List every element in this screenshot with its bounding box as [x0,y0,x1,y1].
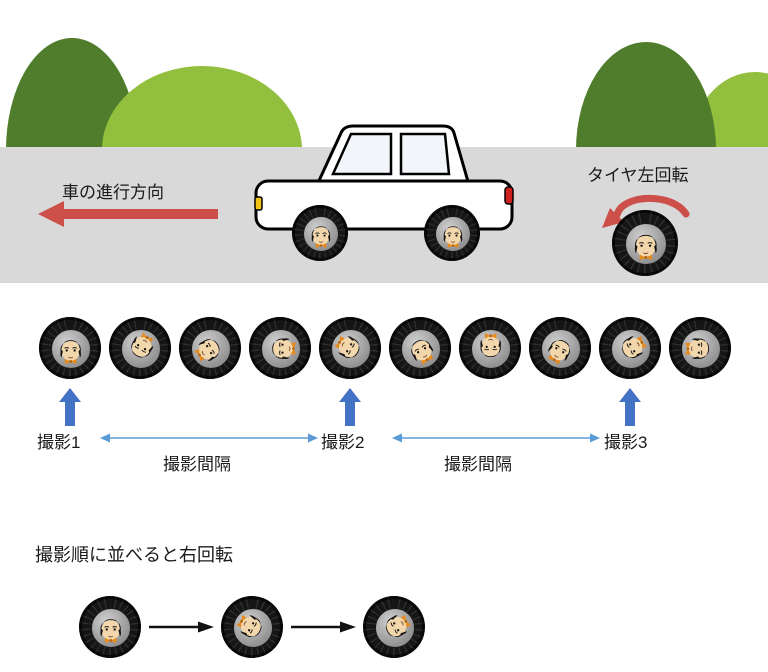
face-icon [194,339,220,362]
face-icon [480,333,502,358]
direction-arrow-icon [38,201,218,227]
sequence-wheels [79,596,425,658]
hill-right-dark [576,42,716,150]
face-icon [131,332,154,358]
shot3-marker-arrow-icon [619,388,641,426]
hubcap [232,607,274,649]
hubcap [302,215,340,253]
face-icon [60,340,82,365]
face-icon [635,235,657,261]
film-frame-wheel [109,317,171,379]
film-frame-wheel [669,317,731,379]
hubcap [540,328,582,370]
hubcap [470,328,512,370]
tire-rotation-label: タイヤ左回転 [587,166,689,185]
car-wheel [292,205,348,261]
car-front-window [331,132,393,176]
car-headlight [254,196,263,211]
shot2-label: 撮影2 [321,433,365,452]
hubcap [120,328,162,370]
film-frame-wheel [179,317,241,379]
demo-wheel-slot [612,210,678,276]
direction-label: 車の進行方向 [62,183,164,202]
sequence-wheel [79,596,141,658]
sequence-arrow2-icon [291,621,356,633]
face-icon [334,336,360,359]
interval1-arrow-icon [100,433,318,443]
face-icon [386,615,412,638]
face-icon [100,619,122,644]
face-icon [272,338,297,360]
sequence-wheel [363,596,425,658]
film-frame-wheel [389,317,451,379]
face-icon [622,336,648,359]
hubcap [260,328,302,370]
shot1-label: 撮影1 [37,433,81,452]
interval2-arrow-icon [392,433,600,443]
hubcap [624,222,668,266]
interval2-label: 撮影間隔 [444,455,512,474]
face-icon [685,338,710,360]
car-rear-window [399,132,451,176]
car-wheel-front-slot [292,205,348,261]
interval1-label: 撮影間隔 [163,455,231,474]
face-icon [411,340,434,366]
face-icon [236,615,262,638]
hubcap [330,328,372,370]
film-frame-wheel [249,317,311,379]
demo-wheel [612,210,678,276]
car-wheel-rear-slot [424,205,480,261]
film-frame-wheel [599,317,661,379]
face-icon [548,340,571,366]
hubcap [374,607,416,649]
hubcap [680,328,722,370]
film-frame-wheel [459,317,521,379]
film-frame-wheel [39,317,101,379]
hubcap [400,328,442,370]
face-icon [311,226,331,248]
shot2-marker-arrow-icon [339,388,361,426]
hubcap [90,607,132,649]
car-wheel [424,205,480,261]
film-frame-wheel [529,317,591,379]
film-frame-wheel [319,317,381,379]
hubcap [50,328,92,370]
sequence-arrow1-icon [149,621,214,633]
bottom-title: 撮影順に並べると右回転 [35,545,233,565]
hubcap [610,328,652,370]
face-icon [443,226,463,248]
hubcap [190,328,232,370]
shot1-marker-arrow-icon [59,388,81,426]
wheel-strip [39,317,731,379]
car-taillight [504,186,514,205]
hubcap [434,215,472,253]
sequence-wheel [221,596,283,658]
shot3-label: 撮影3 [604,433,648,452]
